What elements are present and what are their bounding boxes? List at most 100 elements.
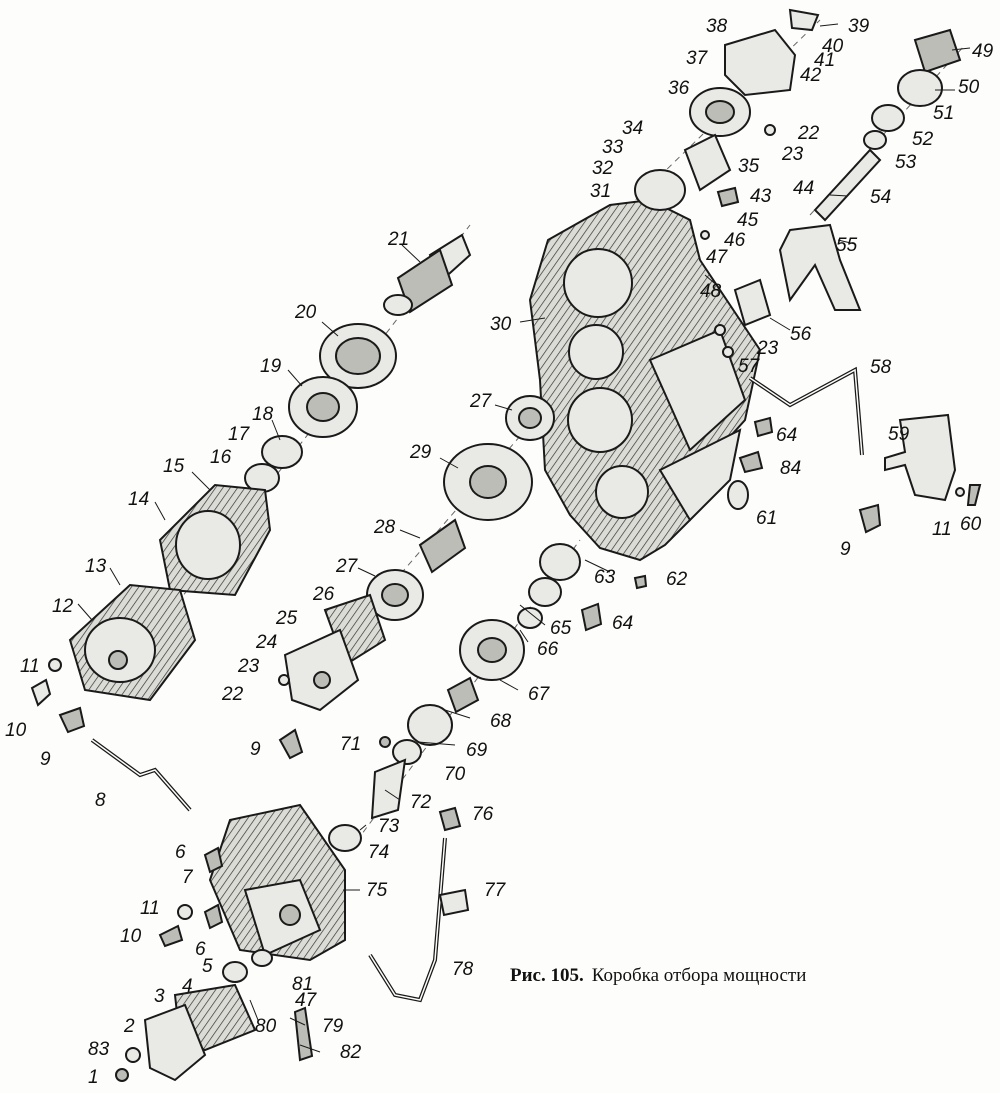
callout-19: 19 — [260, 356, 282, 377]
callout-13: 13 — [85, 556, 107, 577]
callout-9c: 9 — [840, 539, 851, 560]
callout-61: 61 — [756, 508, 777, 529]
callout-31: 31 — [590, 181, 611, 202]
callout-74: 74 — [368, 842, 389, 863]
callout-11c: 11 — [932, 519, 952, 540]
callout-50: 50 — [958, 77, 980, 98]
callout-23b: 23 — [781, 144, 804, 165]
figure-title: Коробка отбора мощности — [591, 965, 807, 986]
callout-43: 43 — [750, 186, 772, 207]
callout-70: 70 — [444, 764, 466, 785]
callout-9b: 9 — [250, 739, 261, 760]
callout-4: 4 — [182, 976, 193, 997]
callout-12: 12 — [52, 596, 74, 617]
callout-83: 83 — [88, 1039, 110, 1060]
callout-8: 8 — [95, 790, 106, 811]
callout-84: 84 — [780, 458, 801, 479]
callout-11a: 11 — [20, 656, 40, 677]
callout-47a: 47 — [706, 247, 729, 268]
callout-36: 36 — [668, 78, 690, 99]
callout-75: 75 — [366, 880, 388, 901]
callout-67: 67 — [528, 684, 551, 705]
callout-11b: 11 — [140, 898, 160, 919]
callout-35: 35 — [738, 156, 760, 177]
callout-25: 25 — [275, 608, 298, 629]
callout-41: 41 — [814, 50, 835, 71]
callout-10b: 10 — [120, 926, 142, 947]
figure-caption: Рис. 105. Коробка отбора мощности — [510, 965, 806, 987]
callout-55: 55 — [836, 235, 858, 256]
callout-78: 78 — [452, 959, 474, 980]
callout-17: 17 — [228, 424, 251, 445]
callout-21: 21 — [387, 229, 409, 250]
callout-48: 48 — [700, 281, 722, 302]
callout-46: 46 — [724, 230, 746, 251]
callout-34: 34 — [622, 118, 643, 139]
callout-9a: 9 — [40, 749, 51, 770]
callout-64a: 64 — [776, 425, 797, 446]
callout-66: 66 — [537, 639, 559, 660]
callout-18: 18 — [252, 404, 274, 425]
callout-14: 14 — [128, 489, 149, 510]
callout-82: 82 — [340, 1042, 362, 1063]
callout-32: 32 — [592, 158, 614, 179]
callout-62: 62 — [666, 569, 688, 590]
callout-33: 33 — [602, 137, 624, 158]
callout-27b: 27 — [335, 556, 359, 577]
callout-24: 24 — [255, 632, 277, 653]
callout-2: 2 — [123, 1016, 135, 1037]
callout-65: 65 — [550, 618, 572, 639]
callout-3: 3 — [154, 986, 165, 1007]
callout-53: 53 — [895, 152, 917, 173]
callout-42: 42 — [800, 65, 822, 86]
callout-71: 71 — [340, 734, 361, 755]
callout-69: 69 — [466, 740, 488, 761]
leader-lines — [77, 23, 971, 1053]
callout-45: 45 — [737, 210, 759, 231]
callout-37: 37 — [686, 48, 709, 69]
callout-39: 39 — [848, 16, 870, 37]
callout-81: 81 — [292, 974, 313, 995]
callout-numbers: 1 2 3 4 5 6 6 7 8 9 9 9 10 10 11 11 11 1… — [5, 16, 994, 1088]
figure-label: Рис. 105. — [510, 965, 584, 986]
callout-28: 28 — [373, 517, 396, 538]
callout-10a: 10 — [5, 720, 27, 741]
callout-63: 63 — [594, 567, 616, 588]
callout-16: 16 — [210, 447, 232, 468]
oil-pump-group — [115, 803, 346, 1082]
callout-7: 7 — [182, 867, 194, 888]
oil-pipes — [90, 738, 470, 1003]
callout-1: 1 — [88, 1067, 99, 1088]
callout-52: 52 — [912, 129, 934, 150]
callout-22b: 22 — [797, 123, 820, 144]
callout-47b: 47 — [295, 990, 318, 1011]
callout-49: 49 — [972, 41, 994, 62]
callout-23c: 23 — [756, 338, 779, 359]
right-fittings-group — [580, 366, 982, 632]
callout-30: 30 — [490, 314, 512, 335]
callout-38: 38 — [706, 16, 728, 37]
callout-5: 5 — [202, 956, 213, 977]
main-housing-30 — [528, 198, 762, 562]
callout-76: 76 — [472, 804, 494, 825]
callout-80: 80 — [255, 1016, 277, 1037]
callout-59: 59 — [888, 424, 910, 445]
callout-68: 68 — [490, 711, 512, 732]
callout-64b: 64 — [612, 613, 633, 634]
callout-6b: 6 — [195, 939, 206, 960]
callout-57: 57 — [738, 356, 761, 377]
callout-72: 72 — [410, 792, 432, 813]
input-shaft-group — [30, 233, 472, 734]
upper-right-group — [634, 8, 962, 358]
output-gear-group — [328, 543, 581, 852]
callout-44: 44 — [793, 178, 814, 199]
callout-73: 73 — [378, 816, 400, 837]
countershaft-group — [278, 395, 555, 760]
callout-26: 26 — [312, 584, 335, 605]
callout-40: 40 — [822, 36, 844, 57]
callout-29: 29 — [409, 442, 432, 463]
callout-58: 58 — [870, 357, 892, 378]
callout-56: 56 — [790, 324, 812, 345]
callout-60: 60 — [960, 514, 982, 535]
